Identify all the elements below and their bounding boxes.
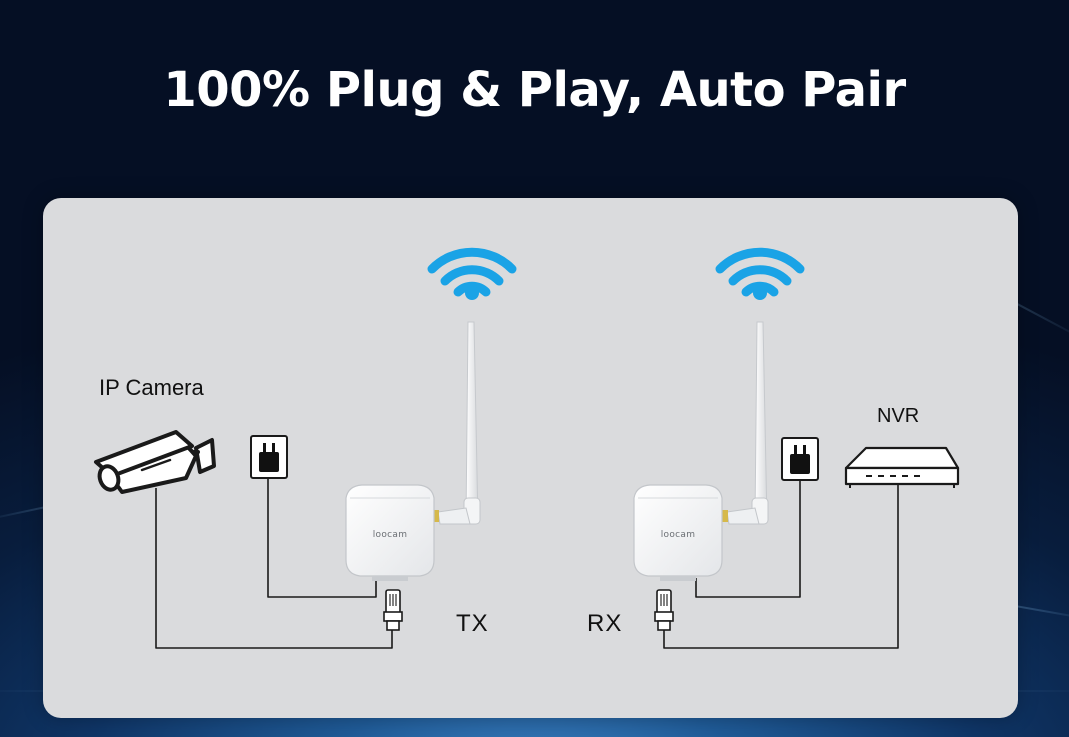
ip-camera-label: IP Camera	[99, 375, 204, 400]
wireless-bridge-icon: loocam	[633, 321, 769, 581]
camera-ethernet-cable	[155, 488, 393, 649]
tx-brand-label: loocam	[373, 530, 408, 540]
wifi-icon	[715, 247, 805, 300]
nvr-label: NVR	[877, 405, 920, 427]
rx-label: RX	[587, 610, 623, 637]
tx-label: TX	[456, 610, 489, 637]
rx-brand-label: loocam	[661, 530, 696, 540]
headline: 100% Plug & Play, Auto Pair	[163, 62, 906, 118]
nvr-icon	[844, 446, 960, 488]
wireless-bridge-icon: loocam	[345, 321, 481, 581]
power-outlet-icon	[781, 437, 819, 481]
ethernet-plug-icon	[654, 589, 674, 631]
wifi-icon	[427, 247, 517, 300]
power-outlet-icon	[250, 435, 288, 479]
ethernet-plug-icon	[383, 589, 403, 631]
nvr-ethernet-cable	[663, 484, 899, 649]
ip-camera-icon	[94, 430, 216, 494]
rx-power-cable	[695, 480, 801, 598]
tx-power-cable	[267, 478, 377, 598]
